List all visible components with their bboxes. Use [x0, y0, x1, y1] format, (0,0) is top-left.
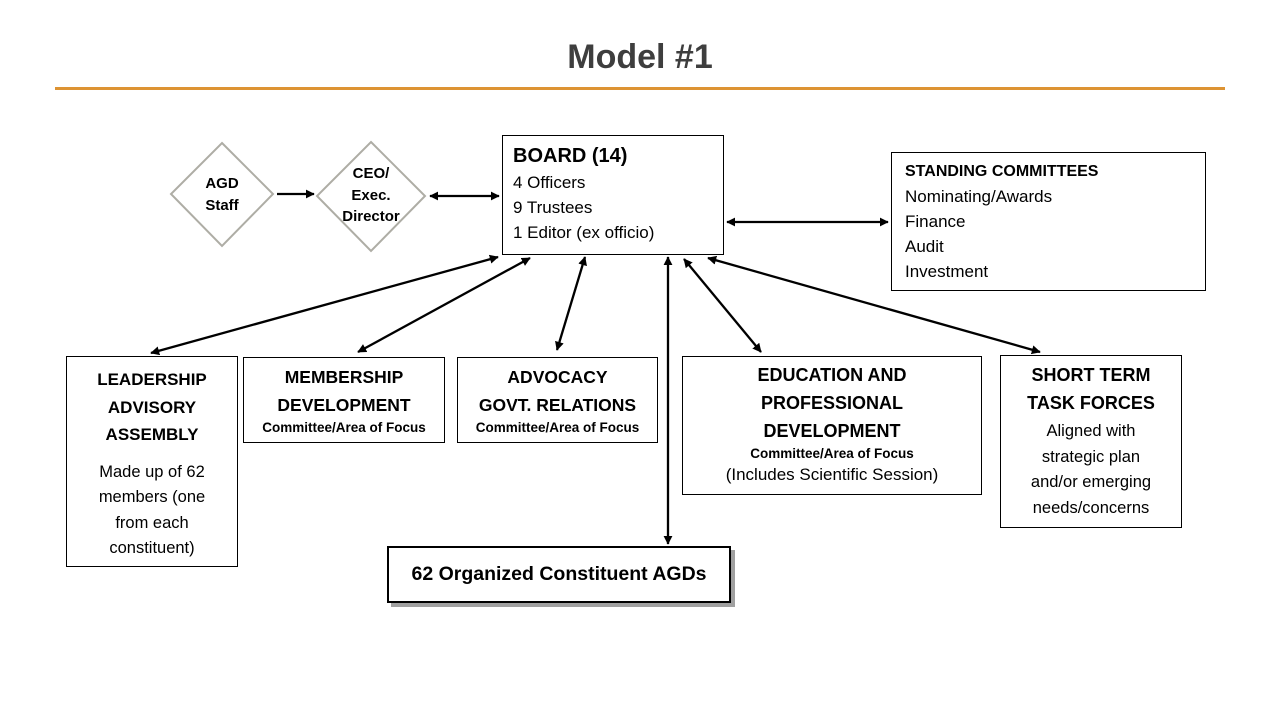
ceo-diamond	[315, 140, 427, 253]
standing-committees-box: STANDING COMMITTEES Nominating/Awards Fi…	[891, 152, 1206, 291]
board-item-trustees: 9 Trustees	[513, 198, 593, 217]
leadership-advisory-assembly-box: LEADERSHIP ADVISORY ASSEMBLY Made up of …	[66, 356, 238, 567]
short-term-task-forces-body: Aligned with strategic plan and/or emerg…	[1030, 422, 1152, 517]
standing-item-audit: Audit	[905, 237, 944, 256]
education-professional-development-title: EDUCATION AND PROFESSIONAL DEVELOPMENT	[757, 365, 907, 441]
board-title: BOARD (14)	[513, 145, 628, 167]
arrow-board-membership-development	[357, 256, 531, 354]
education-professional-development-box: EDUCATION AND PROFESSIONAL DEVELOPMENT C…	[682, 356, 982, 495]
ceo-exec-director-label: CEO/ Exec. Director	[342, 165, 400, 225]
short-term-task-forces-box: SHORT TERM TASK FORCES Aligned with stra…	[1000, 355, 1182, 528]
standing-item-finance: Finance	[905, 212, 966, 231]
arrow-board-education	[683, 258, 762, 353]
advocacy-govt-relations-box: ADVOCACY GOVT. RELATIONS Committee/Area …	[457, 357, 658, 443]
constituent-agds-label: 62 Organized Constituent AGDs	[411, 563, 707, 585]
title-accent-rule	[55, 87, 1225, 90]
board-item-officers: 4 Officers	[513, 173, 586, 192]
arrow-board-advocacy	[555, 256, 587, 351]
membership-development-subtitle: Committee/Area of Focus	[262, 420, 426, 435]
standing-committees-title: STANDING COMMITTEES	[905, 163, 1099, 180]
leadership-advisory-assembly-title: LEADERSHIP ADVISORY ASSEMBLY	[97, 370, 207, 444]
membership-development-title: MEMBERSHIP DEVELOPMENT	[277, 367, 411, 415]
agd-staff-label: AGD Staff	[205, 175, 239, 214]
education-professional-development-note: (Includes Scientific Session)	[725, 465, 939, 484]
board-box: BOARD (14) 4 Officers 9 Trustees 1 Edito…	[502, 135, 724, 255]
constituent-agds-box: 62 Organized Constituent AGDs	[387, 546, 731, 603]
short-term-task-forces-title: SHORT TERM TASK FORCES	[1027, 365, 1155, 413]
leadership-advisory-assembly-body: Made up of 62 members (one from each con…	[98, 462, 206, 558]
slide-title: Model #1	[567, 38, 713, 76]
standing-item-investment: Investment	[905, 262, 989, 281]
standing-item-nominating-awards: Nominating/Awards	[905, 187, 1053, 206]
education-professional-development-subtitle: Committee/Area of Focus	[750, 446, 914, 461]
arrow-board-short-term-task-forces	[707, 255, 1041, 355]
membership-development-box: MEMBERSHIP DEVELOPMENT Committee/Area of…	[243, 357, 445, 443]
board-item-editor: 1 Editor (ex officio)	[513, 223, 655, 242]
advocacy-govt-relations-subtitle: Committee/Area of Focus	[475, 420, 640, 435]
agd-staff-diamond	[169, 141, 275, 248]
advocacy-govt-relations-title: ADVOCACY GOVT. RELATIONS	[478, 367, 637, 415]
